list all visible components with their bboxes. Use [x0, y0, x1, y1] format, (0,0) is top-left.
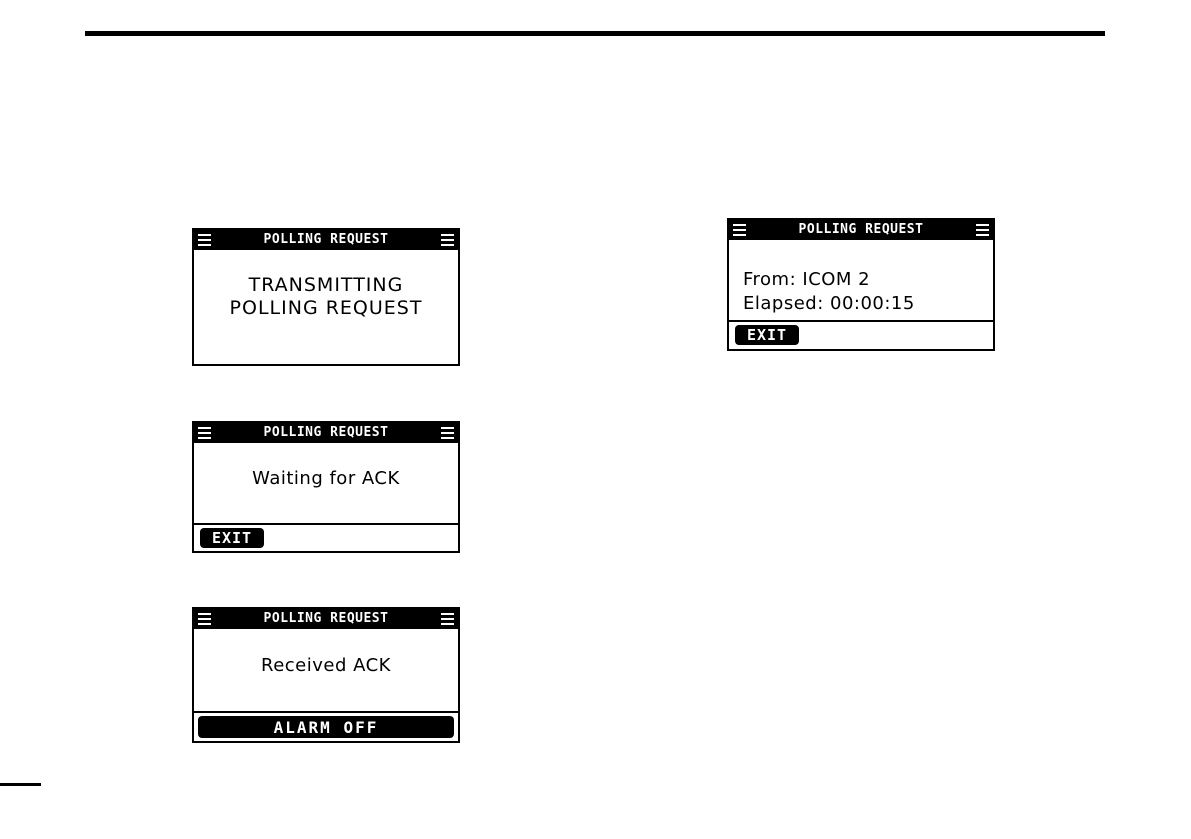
polling-request-line: POLLING REQUEST [229, 297, 423, 319]
lcd-screen-polling-request-from: POLLING REQUEST From: ICOM 2 Elapsed: 00… [727, 218, 995, 351]
lcd-body: TRANSMITTING POLLING REQUEST [194, 250, 458, 364]
hamburger-icon-left[interactable] [198, 613, 211, 625]
softkey-row: ALARM OFF [194, 711, 458, 741]
alarm-off-button[interactable]: ALARM OFF [198, 716, 454, 738]
hamburger-icon-right[interactable] [441, 234, 454, 246]
received-ack-line: Received ACK [261, 655, 391, 676]
hamburger-icon-right[interactable] [441, 613, 454, 625]
hamburger-icon-right[interactable] [976, 224, 989, 236]
lcd-screen-waiting-for-ack: POLLING REQUEST Waiting for ACK EXIT [192, 421, 460, 553]
hamburger-icon-left[interactable] [198, 234, 211, 246]
lcd-titlebar: POLLING REQUEST [194, 423, 458, 443]
elapsed-line: Elapsed: 00:00:15 [743, 293, 915, 314]
softkey-row: EXIT [194, 523, 458, 551]
hamburger-icon-left[interactable] [733, 224, 746, 236]
from-line: From: ICOM 2 [743, 269, 871, 290]
lcd-screen-received-ack: POLLING REQUEST Received ACK ALARM OFF [192, 607, 460, 743]
lcd-title: POLLING REQUEST [263, 611, 389, 626]
lcd-titlebar: POLLING REQUEST [729, 220, 993, 240]
lcd-body: From: ICOM 2 Elapsed: 00:00:15 [729, 240, 993, 320]
exit-button[interactable]: EXIT [200, 528, 264, 548]
lcd-screen-transmitting-polling-request: POLLING REQUEST TRANSMITTING POLLING REQ… [192, 228, 460, 366]
softkey-row: EXIT [729, 320, 993, 349]
page-footer-rule [0, 783, 41, 786]
lcd-titlebar: POLLING REQUEST [194, 609, 458, 629]
waiting-for-ack-line: Waiting for ACK [252, 468, 400, 489]
hamburger-icon-left[interactable] [198, 427, 211, 439]
exit-button[interactable]: EXIT [735, 325, 799, 345]
page-header-rule [85, 31, 1105, 36]
lcd-title: POLLING REQUEST [263, 425, 389, 440]
hamburger-icon-right[interactable] [441, 427, 454, 439]
lcd-body: Waiting for ACK [194, 443, 458, 523]
lcd-titlebar: POLLING REQUEST [194, 230, 458, 250]
transmitting-line: TRANSMITTING [248, 274, 404, 296]
lcd-body: Received ACK [194, 629, 458, 711]
lcd-title: POLLING REQUEST [798, 222, 924, 237]
lcd-title: POLLING REQUEST [263, 232, 389, 247]
